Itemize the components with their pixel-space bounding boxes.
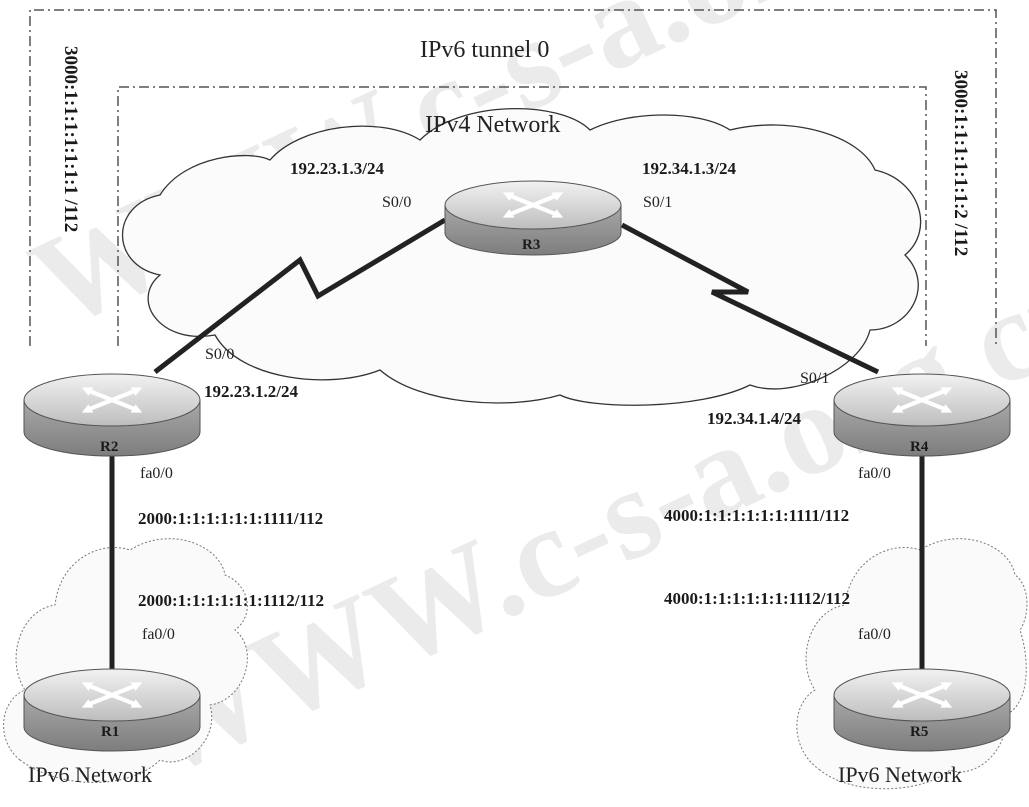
r4-s0-1-port: S0/1 (800, 370, 830, 387)
r1-fa0-0-port: fa0/0 (142, 626, 175, 643)
r2-fa0-0-port: fa0/0 (140, 465, 173, 482)
r3-s0-0-ip: 192.23.1.3/24 (290, 159, 384, 178)
router-r4 (833, 373, 1011, 457)
ipv6-network-label-right: IPv6 Network (838, 762, 963, 787)
r3-s0-0-port: S0/0 (382, 194, 412, 211)
router-r1-label: R1 (101, 724, 120, 740)
tunnel-label: IPv6 tunnel 0 (420, 37, 550, 63)
router-r2 (23, 373, 201, 457)
tunnel-address-left: 3000:1:1:1:1:1:1:1 /112 (60, 46, 81, 233)
r5-fa0-0-ip: 4000:1:1:1:1:1:1:1112/112 (664, 589, 851, 608)
r4-fa0-0-ip: 4000:1:1:1:1:1:1:1111/112 (664, 506, 850, 525)
router-r3 (444, 180, 622, 256)
router-r1 (23, 668, 201, 752)
r4-fa0-0-port: fa0/0 (858, 465, 891, 482)
ipv6-network-label-left: IPv6 Network (28, 762, 153, 787)
serial-link-r2-r3 (153, 217, 447, 374)
router-r3-label: R3 (522, 237, 541, 253)
r1-fa0-0-ip: 2000:1:1:1:1:1:1:1112/112 (138, 591, 325, 610)
r3-s0-1-port: S0/1 (643, 194, 673, 211)
ipv4-network-label: IPv4 Network (425, 112, 561, 138)
router-r5 (833, 668, 1011, 752)
router-r4-label: R4 (910, 439, 929, 455)
router-r5-label: R5 (910, 724, 929, 740)
ipv4-network-cloud (122, 107, 922, 406)
r5-fa0-0-port: fa0/0 (858, 626, 891, 643)
r3-s0-1-ip: 192.34.1.3/24 (642, 159, 736, 178)
tunnel-address-right: 3000:1:1:1:1:1:1:2 /112 (950, 70, 971, 257)
r2-s0-0-port: S0/0 (205, 346, 235, 363)
r2-s0-0-ip: 192.23.1.2/24 (204, 382, 298, 401)
serial-link-r3-r4 (620, 222, 880, 375)
r4-s0-1-ip: 192.34.1.4/24 (707, 409, 801, 428)
r2-fa0-0-ip: 2000:1:1:1:1:1:1:1111/112 (138, 509, 324, 528)
router-r2-label: R2 (100, 439, 119, 455)
tunnel-boundary-outer (29, 9, 997, 346)
tunnel-boundary-inner (117, 86, 927, 346)
